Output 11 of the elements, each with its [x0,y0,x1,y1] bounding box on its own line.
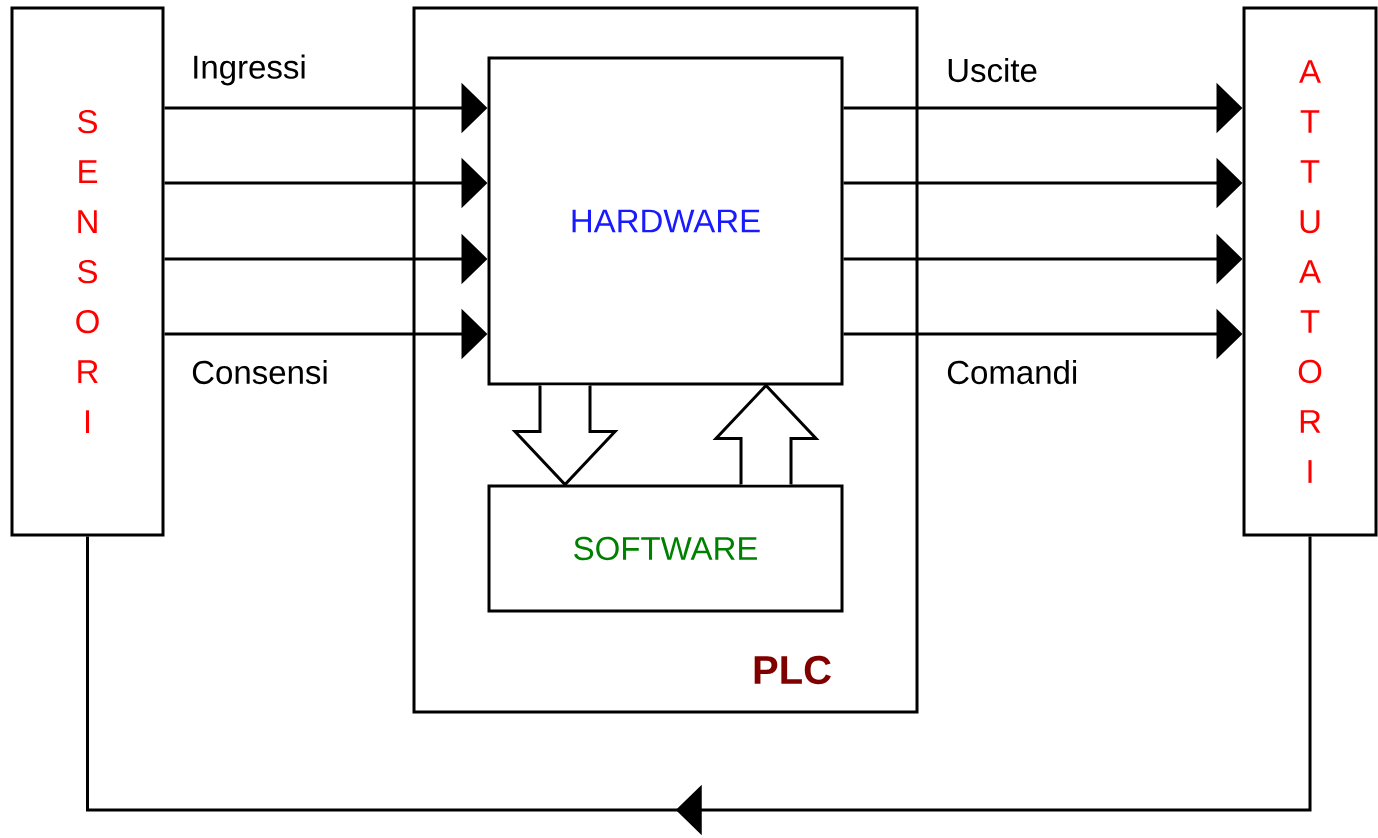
arrow [86,536,1312,836]
vertical-label-box: S E N S O R I [10,6,165,537]
edge-label: Ingressi [190,53,308,87]
edge-label: Consensi [190,358,330,386]
edge-label: Uscite [945,56,1039,84]
arrow [712,383,820,486]
vertical-label-box: A T T U A T O R I [1242,6,1378,537]
software-box: SOFTWARE [487,484,844,613]
hardware-box: HARDWARE [487,56,844,386]
arrow [511,384,619,487]
edge-label: Comandi [945,358,1080,386]
